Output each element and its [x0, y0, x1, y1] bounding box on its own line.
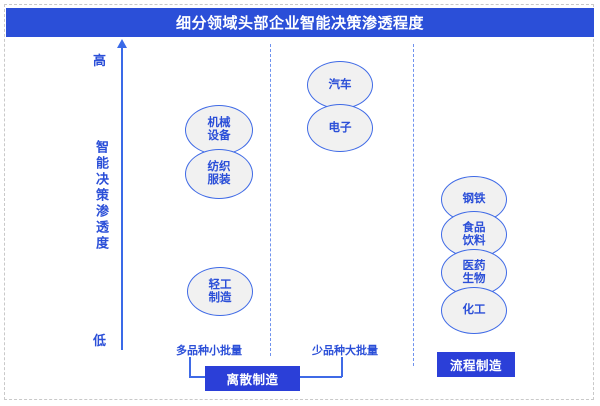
y-axis-title: 智能决策渗透度 [94, 140, 109, 252]
category-box-discrete[interactable]: 离散制造 [205, 366, 300, 391]
node-jixie-shebei[interactable]: 机械 设备 [185, 105, 253, 155]
node-qiche[interactable]: 汽车 [307, 61, 373, 109]
connector-right-vertical [341, 357, 343, 377]
node-qinggong-zhizao[interactable]: 轻工 制造 [187, 267, 253, 316]
connector-left-vertical [189, 357, 191, 377]
y-axis-low-label: 低 [93, 333, 107, 348]
y-axis-high-label: 高 [93, 53, 107, 68]
node-label: 电子 [328, 121, 352, 134]
node-label: 医药 生物 [462, 259, 486, 285]
node-yiyao-shengwu[interactable]: 医药 生物 [441, 249, 507, 296]
title-banner: 细分领域头部企业智能决策渗透程度 [6, 8, 594, 37]
node-fangzhi-fuzhuang[interactable]: 纺织 服装 [185, 149, 253, 199]
connector-right-horizontal [299, 376, 342, 378]
node-label: 汽车 [328, 78, 352, 91]
page-title: 细分领域头部企业智能决策渗透程度 [175, 15, 424, 32]
node-label: 纺织 服装 [207, 161, 231, 186]
node-label: 化工 [462, 304, 486, 316]
category-box-process[interactable]: 流程制造 [437, 352, 515, 377]
category-box-label: 流程制造 [449, 359, 502, 373]
column-divider-2 [413, 44, 414, 366]
node-label: 轻工 制造 [208, 278, 232, 304]
x-axis-right-label: 少品种大批量 [312, 345, 378, 357]
node-huagong[interactable]: 化工 [441, 287, 507, 334]
x-axis-left-label: 多品种小批量 [176, 345, 242, 357]
node-label: 机械 设备 [207, 117, 231, 142]
figure-border [4, 4, 594, 400]
node-dianzi[interactable]: 电子 [307, 104, 373, 152]
y-axis-line [121, 45, 123, 350]
category-box-label: 离散制造 [226, 373, 279, 387]
node-label: 钢铁 [462, 193, 486, 205]
column-divider-1 [270, 44, 271, 356]
y-axis-arrow-icon [117, 39, 127, 48]
node-shipin-yinliao[interactable]: 食品 饮料 [441, 211, 507, 258]
node-label: 食品 饮料 [462, 221, 486, 247]
connector-left-horizontal [189, 376, 207, 378]
